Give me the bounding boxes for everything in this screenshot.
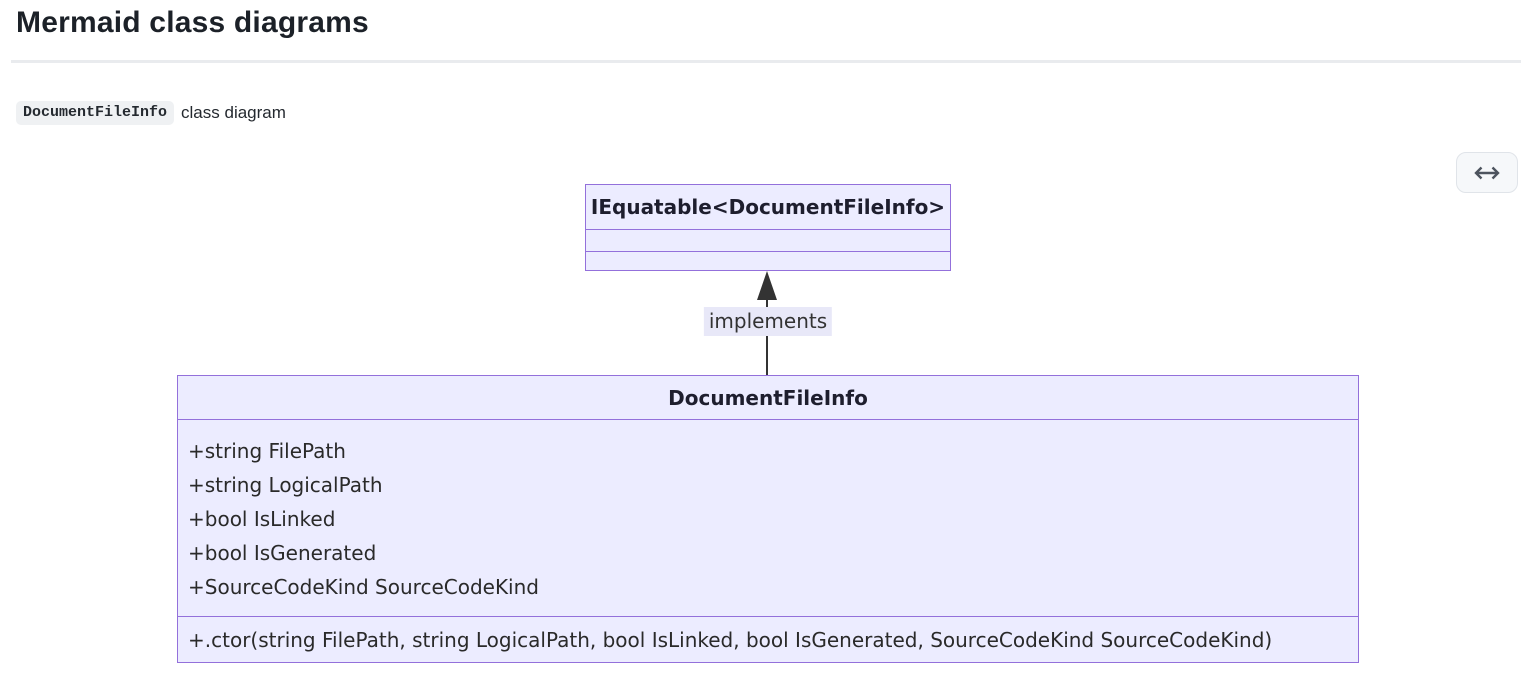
interface-node: IEquatable<DocumentFileInfo> [585, 184, 951, 271]
class-attribute: +SourceCodeKind SourceCodeKind [188, 575, 539, 599]
class-node: DocumentFileInfo +string FilePath +strin… [177, 375, 1359, 663]
interface-methods-section [586, 252, 950, 270]
implements-edge-label: implements [703, 307, 833, 336]
section-divider [586, 229, 950, 230]
class-methods-section: +.ctor(string FilePath, string LogicalPa… [178, 617, 1358, 662]
class-attribute: +bool IsLinked [188, 507, 336, 531]
implements-edge-line [766, 299, 768, 375]
page-title: Mermaid class diagrams [16, 6, 369, 39]
interface-attributes-section [586, 230, 950, 251]
class-method: +.ctor(string FilePath, string LogicalPa… [188, 627, 1273, 652]
interface-node-title: IEquatable<DocumentFileInfo> [590, 195, 946, 219]
class-attribute: +bool IsGenerated [188, 541, 377, 565]
class-attributes-section: +string FilePath +string LogicalPath +bo… [178, 420, 1358, 616]
subtitle: DocumentFileInfo class diagram [16, 99, 286, 127]
inheritance-arrowhead-icon [757, 271, 777, 300]
section-divider [586, 251, 950, 252]
subtitle-text: class diagram [181, 103, 286, 122]
expand-diagram-button[interactable] [1456, 152, 1518, 193]
class-attribute: +string LogicalPath [188, 473, 383, 497]
section-divider [178, 419, 1358, 420]
left-right-arrow-icon [1473, 164, 1501, 182]
section-divider [178, 616, 1358, 617]
class-node-title: DocumentFileInfo [668, 385, 868, 410]
title-divider [11, 60, 1521, 63]
class-attribute: +string FilePath [188, 439, 346, 463]
subtitle-code-chip: DocumentFileInfo [16, 101, 175, 125]
